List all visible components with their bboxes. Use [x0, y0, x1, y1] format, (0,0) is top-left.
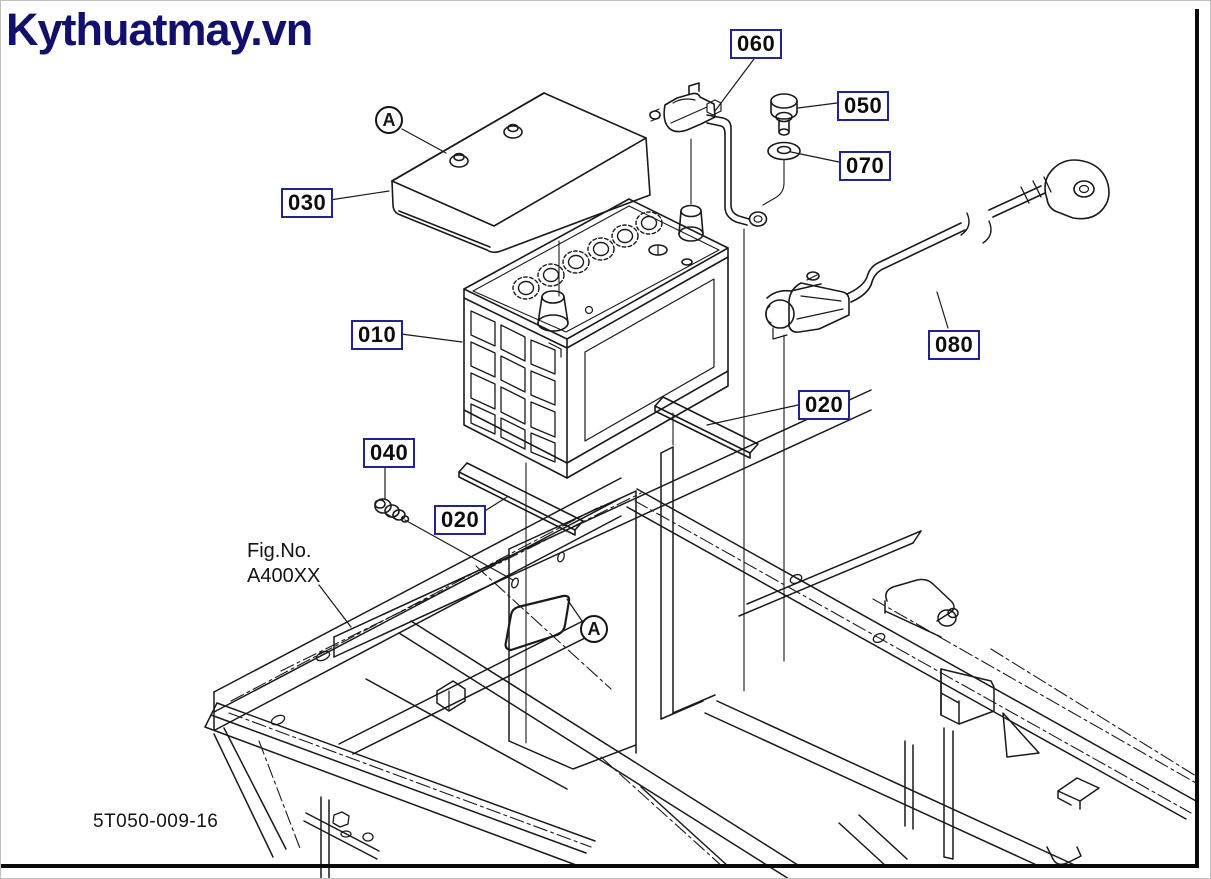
part-label-060: 060: [730, 29, 783, 59]
part-label-070: 070: [839, 151, 892, 181]
battery-drawing: [463, 198, 729, 479]
battery-cell-caps: [512, 211, 663, 300]
part-label-010: 010: [351, 320, 404, 350]
chassis-frame-drawing: [204, 389, 1197, 878]
leader-lines: [318, 58, 949, 628]
bolt-040-drawing: [374, 498, 410, 523]
sheet-border-bottom: [1, 864, 1199, 868]
figure-reference: Fig.No. A400XX: [247, 539, 320, 589]
battery-cover-drawing: [391, 92, 651, 254]
detail-marker-a-top: A: [375, 106, 403, 134]
figure-reference-label: Fig.No.: [247, 540, 312, 562]
part-label-020-left: 020: [434, 505, 487, 535]
part-label-040: 040: [363, 438, 416, 468]
sheet-border-right: [1195, 9, 1199, 867]
battery-plate-drawings: [458, 396, 759, 536]
positive-cable-drawing: [649, 82, 768, 227]
negative-cable-drawing: [765, 159, 1110, 340]
washer-070-drawing: [762, 141, 801, 206]
part-label-020-right: 020: [798, 390, 851, 420]
bolt-050-drawing: [770, 93, 798, 136]
part-label-030: 030: [281, 188, 334, 218]
part-label-050: 050: [837, 91, 890, 121]
assembly-axis-lines: [525, 138, 785, 744]
site-logo[interactable]: Kythuatmay.vn: [6, 4, 313, 55]
drawing-code: 5T050-009-16: [93, 811, 219, 832]
figure-reference-value: A400XX: [247, 565, 321, 587]
part-label-080: 080: [928, 330, 981, 360]
battery-terminal-posts: [537, 204, 704, 332]
detail-marker-a-bottom: A: [580, 615, 608, 643]
center-lines: [228, 492, 1197, 868]
